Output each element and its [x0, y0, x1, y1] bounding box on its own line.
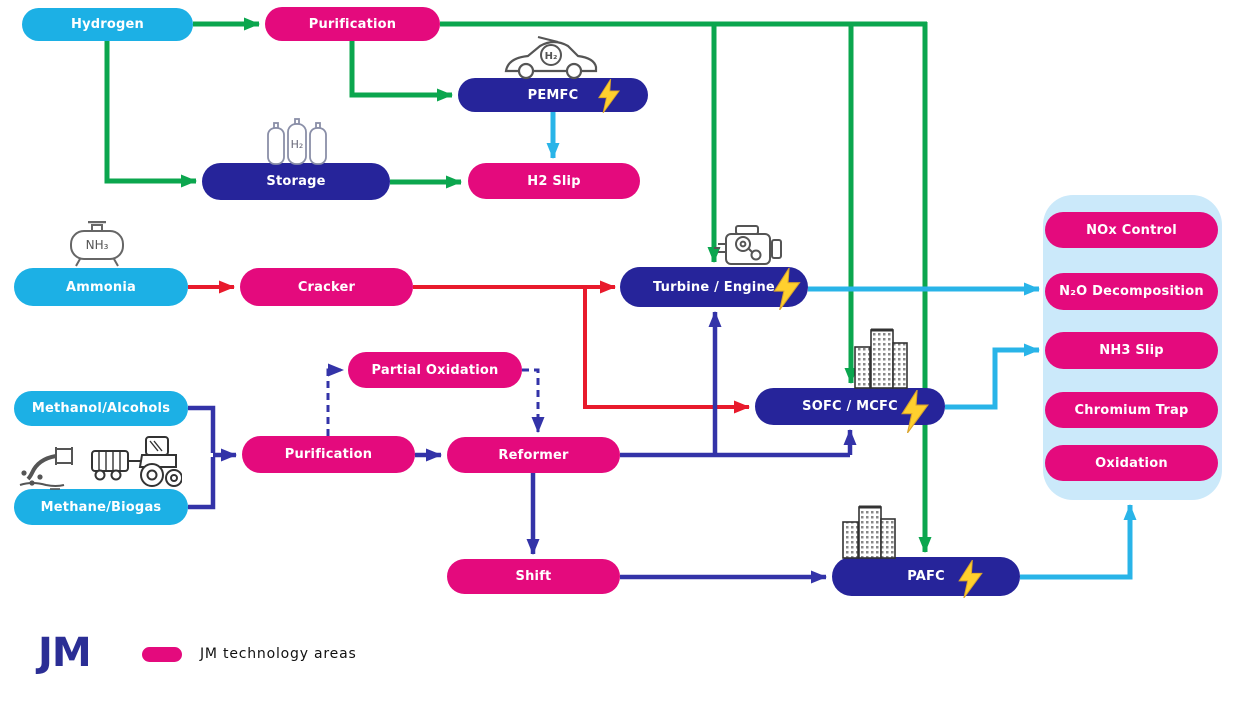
- node-label: Cracker: [297, 279, 356, 295]
- tractor-icon: [91, 436, 182, 487]
- panel-item-nh3-slip: NH3 Slip: [1045, 332, 1218, 369]
- node-ammonia: Ammonia: [14, 268, 188, 306]
- panel-item-n2o-decomposition: N₂O Decomposition: [1045, 273, 1218, 310]
- lightning-bolt-turbine-icon: [773, 268, 801, 310]
- panel-item-label: NH3 Slip: [1099, 343, 1164, 358]
- node-label: H2 Slip: [527, 173, 581, 189]
- node-label: Storage: [266, 174, 326, 189]
- arrow-partialox-to-reformer-dashed: [522, 368, 545, 433]
- node-label: Reformer: [498, 447, 569, 463]
- legend-label: JM technology areas: [200, 646, 357, 662]
- buildings-pafc-icon: [842, 505, 896, 559]
- node-shift: Shift: [447, 559, 620, 594]
- arrow-pafc-to-panel: [1020, 504, 1137, 580]
- arrow-purification-to-partialox-dashed: [326, 363, 344, 436]
- panel-item-label: Chromium Trap: [1074, 402, 1189, 418]
- wire-methanol-merge: [188, 405, 216, 453]
- engine-icon: [714, 225, 782, 265]
- panel-item-chromium-trap: Chromium Trap: [1045, 392, 1218, 428]
- node-cracker: Cracker: [240, 268, 413, 306]
- ammonia-tank-icon: NH₃: [70, 221, 124, 267]
- lightning-bolt-sofc-icon: [901, 390, 929, 433]
- node-h2-slip: H2 Slip: [468, 163, 640, 199]
- jm-logo: JM: [38, 630, 92, 676]
- node-label: Purification: [308, 16, 397, 32]
- node-label: Partial Oxidation: [371, 362, 499, 378]
- node-label: Shift: [515, 569, 552, 584]
- panel-item-label: Oxidation: [1095, 455, 1168, 471]
- gas-cylinders-icon: H₂: [267, 118, 327, 165]
- node-methane-biogas: Methane/Biogas: [14, 489, 188, 525]
- node-label: SOFC / MCFC: [802, 399, 898, 414]
- legend-swatch: [142, 647, 182, 662]
- node-label: PEMFC: [527, 87, 579, 103]
- node-reformer: Reformer: [447, 437, 620, 473]
- waste-pipe-icon: [19, 447, 73, 490]
- node-purification-top: Purification: [265, 7, 440, 41]
- node-methanol-alcohols: Methanol/Alcohols: [14, 391, 188, 426]
- lightning-bolt-pemfc-icon: [598, 79, 621, 113]
- cylinder-h2-label: H₂: [291, 138, 304, 151]
- node-label: Ammonia: [66, 279, 136, 295]
- buildings-sofc-icon: [854, 328, 908, 389]
- arrow-hydrogen-to-storage: [104, 41, 197, 188]
- car-h2-label: H₂: [545, 51, 558, 62]
- node-label: Turbine / Engine: [653, 279, 775, 295]
- arrow-sofc-to-nh3slip: [945, 343, 1040, 410]
- tank-nh3-label: NH₃: [86, 238, 109, 252]
- panel-item-label: N₂O Decomposition: [1059, 284, 1204, 299]
- node-storage: Storage: [202, 163, 390, 200]
- panel-item-label: NOx Control: [1086, 222, 1177, 238]
- arrow-cracker-to-sofc: [583, 287, 750, 414]
- node-purification-bottom: Purification: [242, 436, 415, 473]
- lightning-bolt-pafc-icon: [958, 560, 983, 598]
- node-label: Methane/Biogas: [40, 499, 162, 515]
- node-label: Hydrogen: [71, 17, 144, 32]
- node-hydrogen: Hydrogen: [22, 8, 193, 41]
- panel-item-nox-control: NOx Control: [1045, 212, 1218, 248]
- arrow-purification-to-pemfc: [349, 41, 453, 102]
- panel-item-oxidation: Oxidation: [1045, 445, 1218, 481]
- node-pafc: PAFC: [832, 557, 1020, 596]
- car-icon: H₂: [504, 36, 598, 80]
- node-partial-oxidation: Partial Oxidation: [348, 352, 522, 388]
- node-label: Methanol/Alcohols: [31, 401, 171, 416]
- node-label: PAFC: [907, 569, 945, 584]
- node-label: Purification: [284, 447, 373, 462]
- wire-methane-merge: [188, 457, 216, 510]
